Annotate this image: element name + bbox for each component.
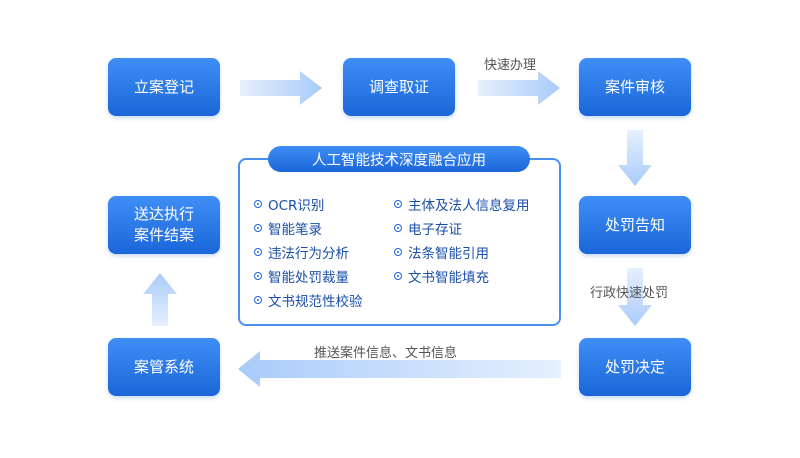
node-decision-label: 处罚决定 bbox=[604, 357, 665, 376]
arrow-investigate-to-review bbox=[478, 71, 560, 105]
feature-label: 法条智能引用 bbox=[408, 246, 489, 262]
bullet-icon bbox=[394, 224, 402, 232]
edge-label-push-info: 推送案件信息、文书信息 bbox=[314, 346, 458, 361]
node-delivery: 送达执行 案件结案 bbox=[108, 196, 220, 254]
node-notify: 处罚告知 bbox=[579, 196, 691, 254]
node-delivery-label: 送达执行 案件结案 bbox=[133, 205, 194, 244]
arrow-register-to-investigate bbox=[240, 71, 322, 105]
feature-label: OCR识别 bbox=[268, 198, 325, 214]
bullet-icon bbox=[254, 248, 262, 256]
feature-label: 文书智能填充 bbox=[408, 270, 489, 286]
edge-label-fast-processing: 快速办理 bbox=[484, 58, 537, 73]
node-decision: 处罚决定 bbox=[579, 338, 691, 396]
feature-item: 电子存证 bbox=[394, 218, 462, 238]
bullet-icon bbox=[254, 224, 262, 232]
arrow-management-to-delivery bbox=[143, 273, 177, 326]
feature-label: 违法行为分析 bbox=[268, 246, 349, 262]
feature-label: 智能笔录 bbox=[268, 222, 322, 238]
arrow-review-to-notify bbox=[618, 130, 652, 186]
node-management: 案管系统 bbox=[108, 338, 220, 396]
feature-label: 智能处罚裁量 bbox=[268, 270, 349, 286]
bullet-icon bbox=[254, 200, 262, 208]
arrow-decision-to-management bbox=[238, 351, 561, 387]
feature-item: 智能处罚裁量 bbox=[254, 266, 349, 286]
feature-item: 文书规范性校验 bbox=[254, 290, 363, 310]
feature-label: 文书规范性校验 bbox=[268, 294, 363, 310]
bullet-icon bbox=[394, 200, 402, 208]
node-investigate-label: 调查取证 bbox=[368, 77, 429, 96]
node-register: 立案登记 bbox=[108, 58, 220, 116]
node-review-label: 案件审核 bbox=[604, 77, 665, 96]
feature-item: 法条智能引用 bbox=[394, 242, 489, 262]
feature-label: 主体及法人信息复用 bbox=[408, 198, 530, 214]
ai-panel-title: 人工智能技术深度融合应用 bbox=[268, 146, 530, 172]
node-review: 案件审核 bbox=[579, 58, 691, 116]
node-management-label: 案管系统 bbox=[133, 357, 194, 376]
bullet-icon bbox=[394, 272, 402, 280]
node-investigate: 调查取证 bbox=[343, 58, 455, 116]
feature-label: 电子存证 bbox=[408, 222, 462, 238]
bullet-icon bbox=[254, 296, 262, 304]
feature-item: 违法行为分析 bbox=[254, 242, 349, 262]
edge-label-admin-fast-penalty: 行政快速处罚 bbox=[590, 286, 669, 301]
feature-item: 主体及法人信息复用 bbox=[394, 194, 530, 214]
feature-item: 智能笔录 bbox=[254, 218, 322, 238]
bullet-icon bbox=[254, 272, 262, 280]
node-register-label: 立案登记 bbox=[133, 77, 194, 96]
ai-panel bbox=[238, 158, 561, 326]
bullet-icon bbox=[394, 248, 402, 256]
node-notify-label: 处罚告知 bbox=[604, 215, 665, 234]
arrow-notify-to-decision bbox=[618, 268, 652, 326]
feature-item: OCR识别 bbox=[254, 194, 324, 214]
feature-item: 文书智能填充 bbox=[394, 266, 489, 286]
